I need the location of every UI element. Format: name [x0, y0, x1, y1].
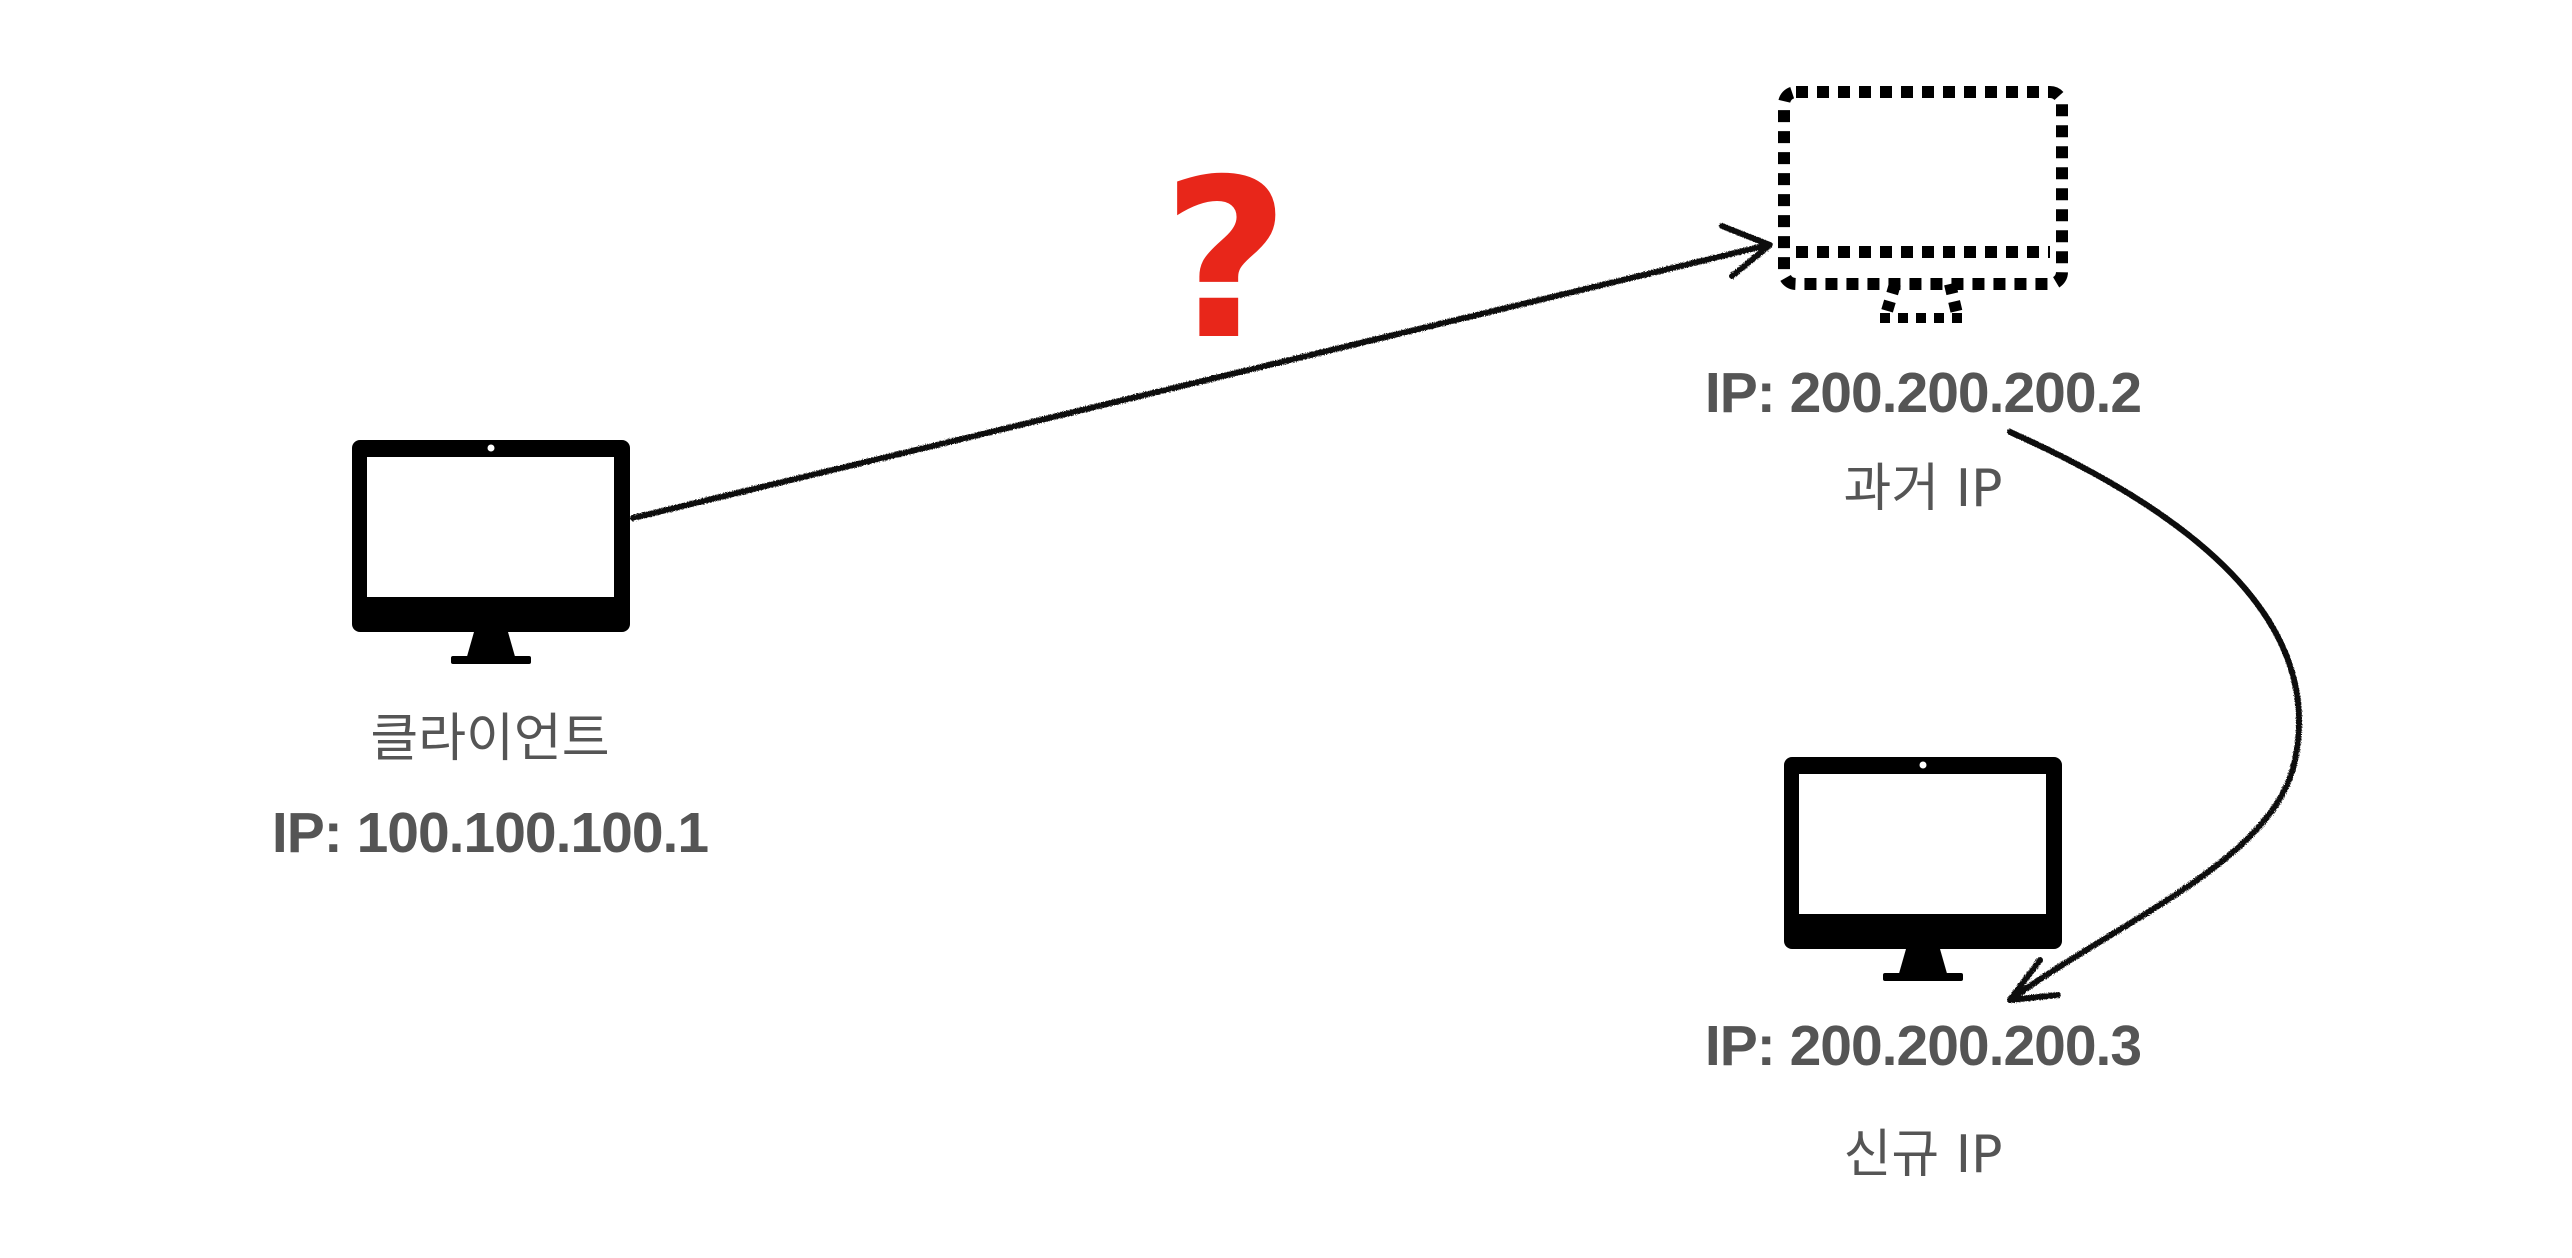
question-mark-icon: ? [1162, 132, 1290, 388]
migration-arrow [2007, 429, 2302, 1003]
new-server-ip-label: IP: 200.200.200.3 [1704, 1014, 2142, 1078]
client-ip-label: IP: 100.100.100.1 [271, 801, 709, 865]
new-server-monitor-icon [1784, 757, 2062, 981]
client-name-label: 클라이언트 [370, 709, 610, 769]
client-monitor-icon [352, 440, 630, 664]
old-server-status-label: 과거 IP [1843, 459, 2003, 519]
old-server-dotted-monitor-icon [1778, 86, 2068, 323]
old-server-ip-label: IP: 200.200.200.2 [1704, 361, 2142, 425]
request-arrow [630, 223, 1773, 521]
new-server-status-label: 신규 IP [1843, 1125, 2003, 1185]
